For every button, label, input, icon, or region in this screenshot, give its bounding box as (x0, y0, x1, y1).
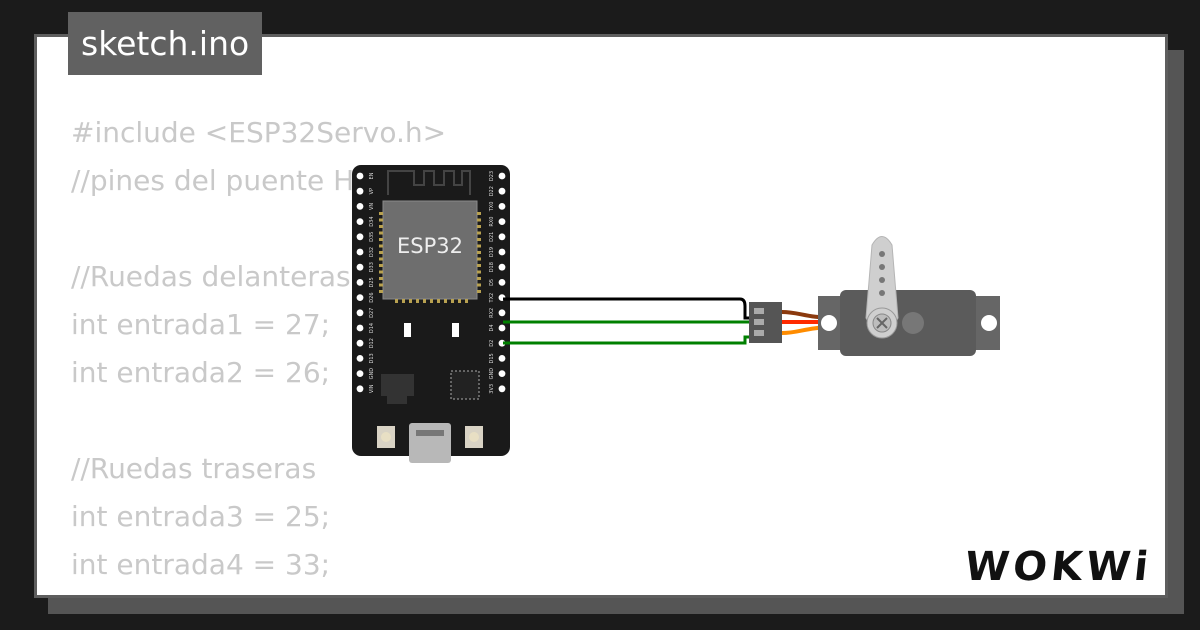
pin-hole-right (498, 172, 506, 180)
pin-label-left: D14 (369, 323, 375, 333)
pin-label-right: TX2 (489, 293, 495, 304)
pin-label-right: TX0 (489, 202, 495, 213)
code-line[interactable]: int entrada3 = 25; (71, 500, 331, 533)
pin-hole-right (498, 187, 506, 195)
pin-hole-left (356, 385, 364, 393)
pin-label-right: 3V3 (489, 384, 495, 394)
esp32-board[interactable]: ESP32 ENVPVND34D35D32D33D25D26D27D14D12D… (352, 165, 510, 463)
pin-hole-left (356, 187, 364, 195)
code-area: #include <ESP32Servo.h> //pines del puent… (34, 34, 1168, 598)
pin-hole-right (498, 385, 506, 393)
signal-wire-2 (503, 335, 752, 345)
pin-label-left: D27 (369, 308, 375, 318)
en-button[interactable] (465, 426, 483, 448)
pin-label-left: D32 (369, 247, 375, 257)
servo-motor[interactable] (818, 236, 1000, 357)
pin-hole-right (498, 203, 506, 210)
pin-label-left: VN (369, 203, 375, 210)
pin-label-right: D5 (489, 279, 495, 286)
esp32-chip (382, 200, 478, 300)
code-line[interactable]: //pines del puente H (71, 164, 355, 197)
code-line[interactable]: #include <ESP32Servo.h> (71, 116, 447, 149)
pin-hole-right (498, 218, 506, 226)
code-line[interactable]: int entrada2 = 26; (71, 356, 331, 389)
code-line[interactable]: int entrada1 = 27; (71, 308, 331, 341)
boot-button[interactable] (377, 426, 395, 448)
pin-hole-left (356, 172, 364, 180)
pin-hole-right (498, 248, 506, 256)
pin-hole-left (356, 309, 364, 317)
pin-label-right: D19 (489, 247, 495, 257)
pin-label-left: EN (369, 172, 375, 179)
pin-label-right: D15 (489, 353, 495, 363)
pin-hole-left (356, 370, 364, 377)
file-tab[interactable]: sketch.ino (68, 12, 263, 75)
pin-label-right: GND (489, 368, 495, 380)
pin-label-right: D21 (489, 232, 495, 242)
pin-label-left: GND (369, 368, 375, 380)
pin-label-left: D12 (369, 338, 375, 348)
pin-hole-right (498, 233, 506, 241)
pin-label-right: D22 (489, 186, 495, 196)
wokwi-logo: WOKWi (962, 544, 1155, 590)
pin-label-left: D26 (369, 292, 375, 302)
pin-hole-left (356, 294, 364, 301)
pin-label-left: D35 (369, 232, 375, 242)
pin-hole-right (498, 370, 506, 377)
wires (503, 297, 752, 345)
pin-label-left: D33 (369, 262, 375, 272)
pin-label-left: VIN (369, 384, 375, 393)
pin-label-right: D4 (489, 324, 495, 331)
code-line[interactable]: //Ruedas traseras (71, 452, 317, 485)
pin-hole-right (498, 309, 506, 317)
pin-hole-right (498, 355, 506, 362)
pin-hole-left (356, 355, 364, 362)
pin-hole-left (356, 233, 364, 241)
pin-label-right: D18 (489, 262, 495, 272)
pin-label-left: D34 (369, 216, 375, 226)
code-line[interactable]: int entrada4 = 33; (71, 548, 331, 581)
pin-hole-left (356, 324, 364, 332)
pin-label-right: RX2 (489, 308, 495, 318)
pin-hole-left (356, 339, 364, 347)
pin-label-right: D2 (489, 340, 495, 347)
esp32-chip-label: ESP32 (397, 234, 463, 258)
code-editor: #include <ESP32Servo.h> //pines del puent… (71, 109, 446, 589)
pin-label-left: VP (369, 188, 375, 194)
pin-hole-left (356, 218, 364, 226)
gnd-wire (503, 297, 752, 320)
pin-hole-right (498, 324, 506, 332)
pin-hole-left (356, 203, 364, 210)
pin-label-right: D23 (489, 171, 495, 181)
pin-hole-right (498, 279, 506, 286)
pin-hole-left (356, 248, 364, 256)
pin-hole-left (356, 263, 364, 271)
pin-label-left: D25 (369, 277, 375, 287)
code-line[interactable]: //Ruedas delanteras (71, 260, 351, 293)
pin-label-right: RX0 (489, 217, 495, 227)
usb-port (409, 423, 451, 463)
pin-label-left: D13 (369, 353, 375, 363)
pin-hole-left (356, 279, 364, 286)
pin-hole-right (498, 263, 506, 271)
